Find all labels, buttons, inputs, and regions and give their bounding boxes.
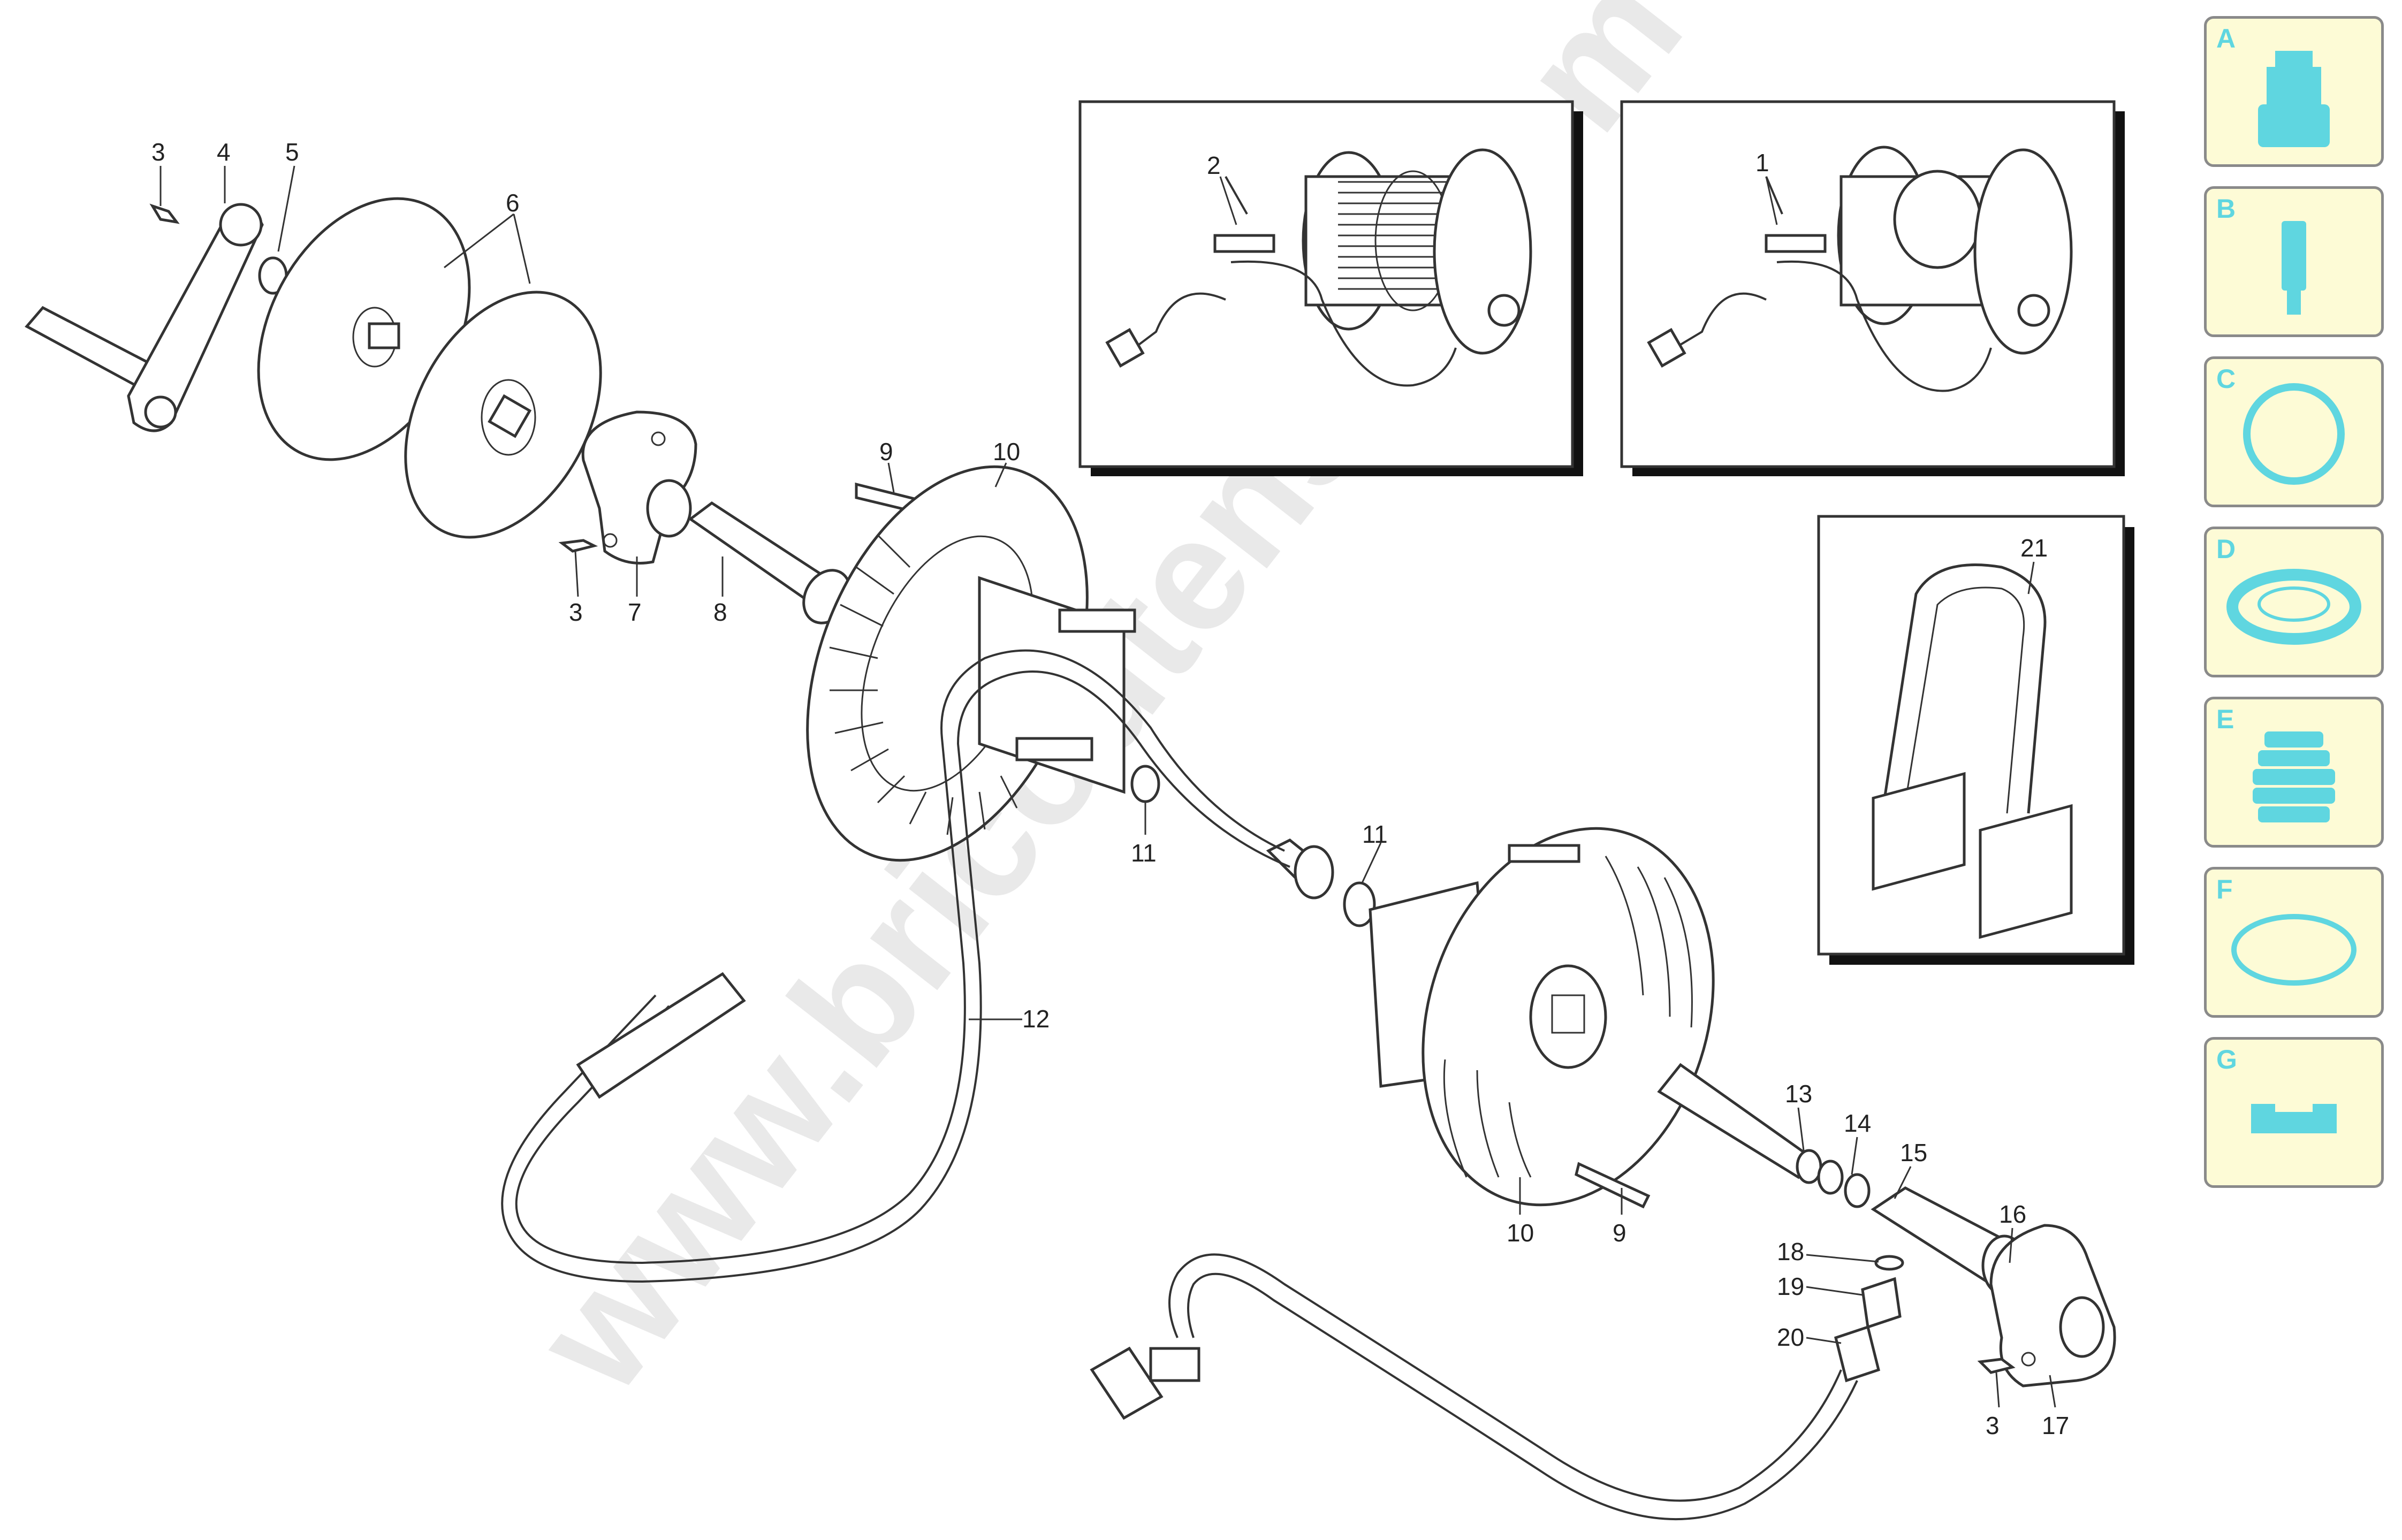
- legend-tile-e[interactable]: E: [2204, 697, 2384, 848]
- inset-reel-empty: [1620, 100, 2125, 476]
- part-adapter-20: [1834, 1325, 1880, 1383]
- legend-letter-c: C: [2216, 364, 2236, 394]
- legend-letter-b: B: [2216, 194, 2236, 224]
- part-screw-3-bottom: [1977, 1358, 2016, 1374]
- part-screw-3-top: [149, 203, 180, 224]
- callout-9-bottom: 9: [1613, 1219, 1626, 1247]
- callout-12: 12: [1022, 1005, 1050, 1033]
- callout-13: 13: [1785, 1080, 1812, 1108]
- part-screw-3-middle: [558, 539, 598, 553]
- callout-15: 15: [1900, 1139, 1927, 1167]
- callout-3-middle: 3: [569, 598, 583, 626]
- callout-4: 4: [217, 138, 231, 166]
- part-crank-handle: [25, 203, 264, 432]
- legend-letter-f: F: [2216, 874, 2233, 904]
- callout-7: 7: [628, 598, 642, 626]
- part-circlip-11-left: [1130, 765, 1160, 803]
- part-rings-14: [1817, 1160, 1871, 1208]
- inset-frame-handle: [1817, 515, 2134, 965]
- callout-1: 1: [1755, 149, 1769, 177]
- legend-letter-d: D: [2216, 534, 2236, 564]
- callout-3-bottom: 3: [1986, 1412, 2000, 1439]
- pin-icon: [2282, 221, 2306, 315]
- callout-20: 20: [1777, 1323, 1804, 1351]
- part-screw-9-bottom: [1575, 1162, 1651, 1209]
- part-shaft-8: [688, 501, 852, 624]
- callout-2: 2: [1207, 151, 1221, 179]
- callout-6: 6: [506, 189, 520, 217]
- part-drum-10-left: [806, 465, 1136, 862]
- callout-10-bottom: 10: [1507, 1219, 1534, 1247]
- callouts: 3 4 5 6 3 7 8 9 10 11 11 12 10 9 13 14 1…: [151, 138, 2069, 1439]
- part-nipple-19: [1861, 1277, 1902, 1329]
- callout-14: 14: [1844, 1109, 1871, 1137]
- legend-tile-d[interactable]: D: [2204, 527, 2384, 677]
- legend-tile-f[interactable]: F: [2204, 867, 2384, 1018]
- callout-18: 18: [1777, 1238, 1804, 1265]
- part-hose-12: [501, 649, 1290, 1283]
- legend-tile-b[interactable]: B: [2204, 186, 2384, 337]
- nozzle-icon: [2258, 51, 2330, 147]
- part-seal-18: [1874, 1255, 1904, 1271]
- part-connector-13: [1657, 1063, 1822, 1184]
- part-bracket-17: [1989, 1224, 2116, 1387]
- part-coupling-11: [1266, 838, 1376, 927]
- callout-10-top: 10: [993, 438, 1020, 466]
- part-bracket-7: [581, 410, 697, 565]
- callout-17: 17: [2042, 1412, 2069, 1439]
- o-ring-icon: [2231, 914, 2357, 986]
- callout-16: 16: [1999, 1200, 2026, 1228]
- seal-ring-icon: [2226, 569, 2361, 645]
- legend-tile-a[interactable]: A: [2204, 16, 2384, 167]
- legend-tile-c[interactable]: C: [2204, 356, 2384, 507]
- part-hose-bottom: [1090, 1253, 1858, 1521]
- profile-block-icon: [2251, 1104, 2337, 1133]
- part-drum-10-right: [1369, 827, 1715, 1207]
- legend-tile-g[interactable]: G: [2204, 1037, 2384, 1188]
- bellows-icon: [2253, 731, 2335, 822]
- callout-11-left: 11: [1131, 839, 1157, 867]
- inset-reel-with-hose: [1078, 100, 1583, 476]
- callout-9-top: 9: [879, 438, 893, 466]
- callout-19: 19: [1777, 1272, 1804, 1300]
- callout-21: 21: [2020, 534, 2048, 562]
- callout-5: 5: [285, 138, 299, 166]
- legend-letter-a: A: [2216, 24, 2236, 54]
- part-discs-6: [257, 197, 602, 539]
- callout-3-top: 3: [151, 138, 165, 166]
- callout-11-right: 11: [1362, 820, 1388, 848]
- legend-letter-e: E: [2216, 704, 2234, 734]
- gasket-ring-icon: [2243, 383, 2345, 485]
- legend-letter-g: G: [2216, 1045, 2237, 1074]
- callout-8: 8: [713, 598, 727, 626]
- leader-lines: [159, 165, 2056, 1408]
